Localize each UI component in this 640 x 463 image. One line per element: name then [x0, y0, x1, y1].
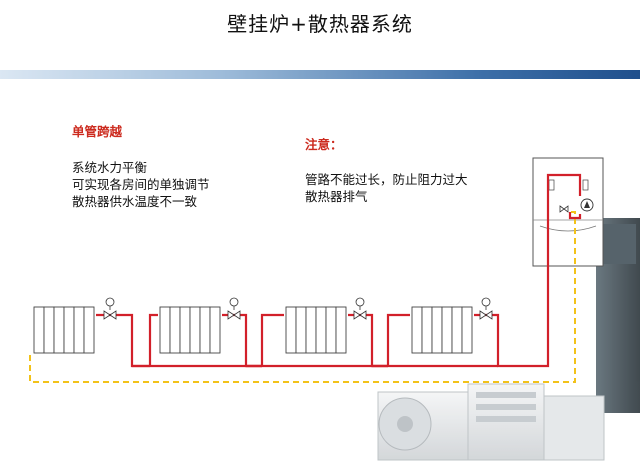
thermostatic-valve-1	[103, 297, 117, 320]
right-note-line-2: 散热器排气	[305, 189, 368, 204]
radiator-3	[285, 306, 347, 354]
radiator-4	[411, 306, 473, 354]
boiler-valve-icon	[559, 205, 569, 213]
thermostatic-valve-3	[353, 297, 367, 320]
heat-pump-outdoor-unit-icon	[377, 218, 640, 461]
radiator-1	[33, 306, 95, 354]
header-rule	[0, 70, 640, 79]
boiler-internal-pipe	[555, 173, 582, 220]
thermostatic-valve-2	[227, 297, 241, 320]
left-note-line-1: 系统水力平衡	[72, 160, 148, 175]
left-note-line-3: 散热器供水温度不一致	[72, 194, 198, 209]
thermostatic-valve-4	[479, 297, 493, 320]
left-note-line-2: 可实现各房间的单独调节	[72, 177, 210, 192]
right-note-line-1: 管路不能过长，防止阻力过大	[305, 172, 468, 187]
circulation-pump-icon	[580, 198, 594, 212]
left-note-heading: 单管跨越	[72, 124, 123, 139]
radiator-2	[159, 306, 221, 354]
return-pipe	[29, 211, 576, 383]
slide-title: 壁挂炉+散热器系统	[227, 12, 413, 36]
right-note-heading: 注意：	[305, 137, 343, 152]
